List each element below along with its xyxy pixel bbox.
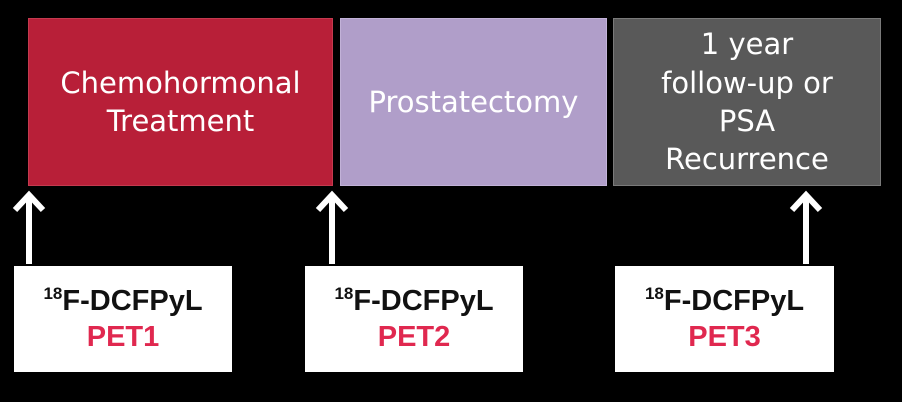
phase-prostatectomy: Prostatectomy: [340, 18, 607, 186]
isotope-mass: 18: [334, 284, 354, 303]
tracer-name: 18F-DCFPyL: [14, 284, 232, 318]
arrow-up-icon: [789, 190, 823, 264]
isotope-mass: 18: [43, 284, 63, 303]
phase-label: Chemohormonal Treatment: [60, 65, 301, 138]
scan-label: PET1: [86, 321, 160, 353]
scan-label: PET2: [377, 321, 451, 353]
arrow-up-icon: [315, 190, 349, 264]
arrow-up-icon: [12, 190, 46, 264]
tracer-name: 18F-DCFPyL: [305, 284, 523, 318]
tracer-name: 18F-DCFPyL: [615, 284, 834, 318]
scan-label: PET3: [688, 321, 761, 353]
tracer-label: F-DCFPyL: [62, 285, 203, 317]
tracer-label: F-DCFPyL: [663, 285, 805, 317]
scan-box-pet1: 18F-DCFPyL PET1: [14, 266, 232, 372]
phase-label: 1 year follow-up or PSA Recurrence: [661, 27, 833, 177]
isotope-mass: 18: [644, 284, 664, 303]
scan-box-pet3: 18F-DCFPyL PET3: [615, 266, 834, 372]
phase-follow-up: 1 year follow-up or PSA Recurrence: [613, 18, 881, 186]
scan-box-pet2: 18F-DCFPyL PET2: [305, 266, 523, 372]
phase-label: Prostatectomy: [368, 84, 579, 119]
tracer-label: F-DCFPyL: [353, 285, 494, 317]
phase-chemohormonal-treatment: Chemohormonal Treatment: [28, 18, 333, 186]
